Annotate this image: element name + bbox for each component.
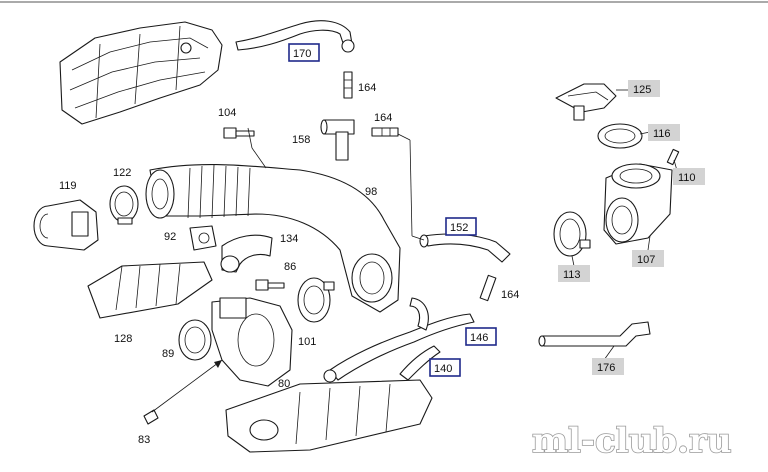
callout-158: 158: [292, 134, 310, 146]
callout-176: 176: [597, 362, 615, 374]
clamp-113: [553, 211, 591, 257]
callout-box-125: [628, 80, 660, 97]
callout-164-mid: 164: [374, 112, 392, 124]
callout-164-low: 164: [501, 289, 519, 301]
engine-cover-top: [59, 21, 223, 125]
clamp-125: [555, 83, 617, 121]
callout-134: 134: [280, 233, 298, 245]
callout-170: 170: [293, 48, 311, 60]
fitting-164-top: [343, 71, 353, 99]
callout-125: 125: [633, 84, 651, 96]
hose-170: [235, 20, 355, 53]
fitting-164-mid: [371, 127, 399, 137]
callout-122: 122: [113, 167, 131, 179]
callout-box-113: [558, 265, 590, 282]
elbow-134: [220, 234, 273, 273]
ring-116: [597, 123, 643, 149]
callout-152: 152: [450, 222, 468, 234]
sensor-119: [33, 199, 99, 251]
callout-box-152: [445, 217, 477, 236]
callout-box-110: [673, 168, 705, 185]
callout-107: 107: [637, 254, 655, 266]
adapter-107: [603, 163, 673, 245]
watermark: ml-club.ru: [532, 421, 732, 461]
callout-116: 116: [653, 128, 671, 140]
callout-labels: 170 164 104 164 158 122 119 98 152 92 13…: [59, 48, 696, 446]
hose-146: [323, 297, 475, 383]
callout-140: 140: [434, 363, 452, 375]
callout-box-116: [648, 124, 680, 141]
bolt-86: [255, 279, 285, 291]
callout-92: 92: [164, 231, 176, 243]
callout-98: 98: [365, 186, 377, 198]
callout-113: 113: [563, 269, 581, 281]
tee-158: [320, 119, 355, 161]
clip-83: [143, 359, 223, 425]
fitting-164-low: [479, 274, 497, 302]
callout-83: 83: [138, 434, 150, 446]
hose-152: [419, 233, 511, 263]
clamp-122: [109, 185, 139, 225]
callout-box-140: [429, 358, 461, 377]
callout-128: 128: [114, 333, 132, 345]
callout-89: 89: [162, 348, 174, 360]
callout-box-146: [465, 327, 497, 346]
housing-128: [87, 261, 213, 319]
callout-164-top: 164: [358, 82, 376, 94]
callout-86: 86: [284, 261, 296, 273]
bolt-104: [223, 127, 255, 139]
callout-80: 80: [278, 378, 290, 390]
callout-110: 110: [678, 172, 696, 184]
callout-146: 146: [470, 332, 488, 344]
pipe-176: [538, 321, 651, 347]
hose-140: [399, 345, 441, 381]
boot-92: [189, 225, 217, 251]
gasket-89: [178, 319, 212, 361]
callout-boxes: [288, 43, 705, 377]
throttle-80: [211, 297, 293, 387]
callout-101: 101: [298, 336, 316, 348]
bolt-110: [666, 148, 680, 166]
cylinder-head: [225, 379, 433, 453]
callout-box-176: [592, 358, 624, 375]
callout-box-170: [288, 43, 320, 62]
callout-104: 104: [218, 107, 236, 119]
clamp-101: [297, 277, 335, 323]
callout-box-107: [632, 250, 664, 267]
callout-119: 119: [59, 180, 77, 192]
duct-98: [145, 163, 401, 313]
